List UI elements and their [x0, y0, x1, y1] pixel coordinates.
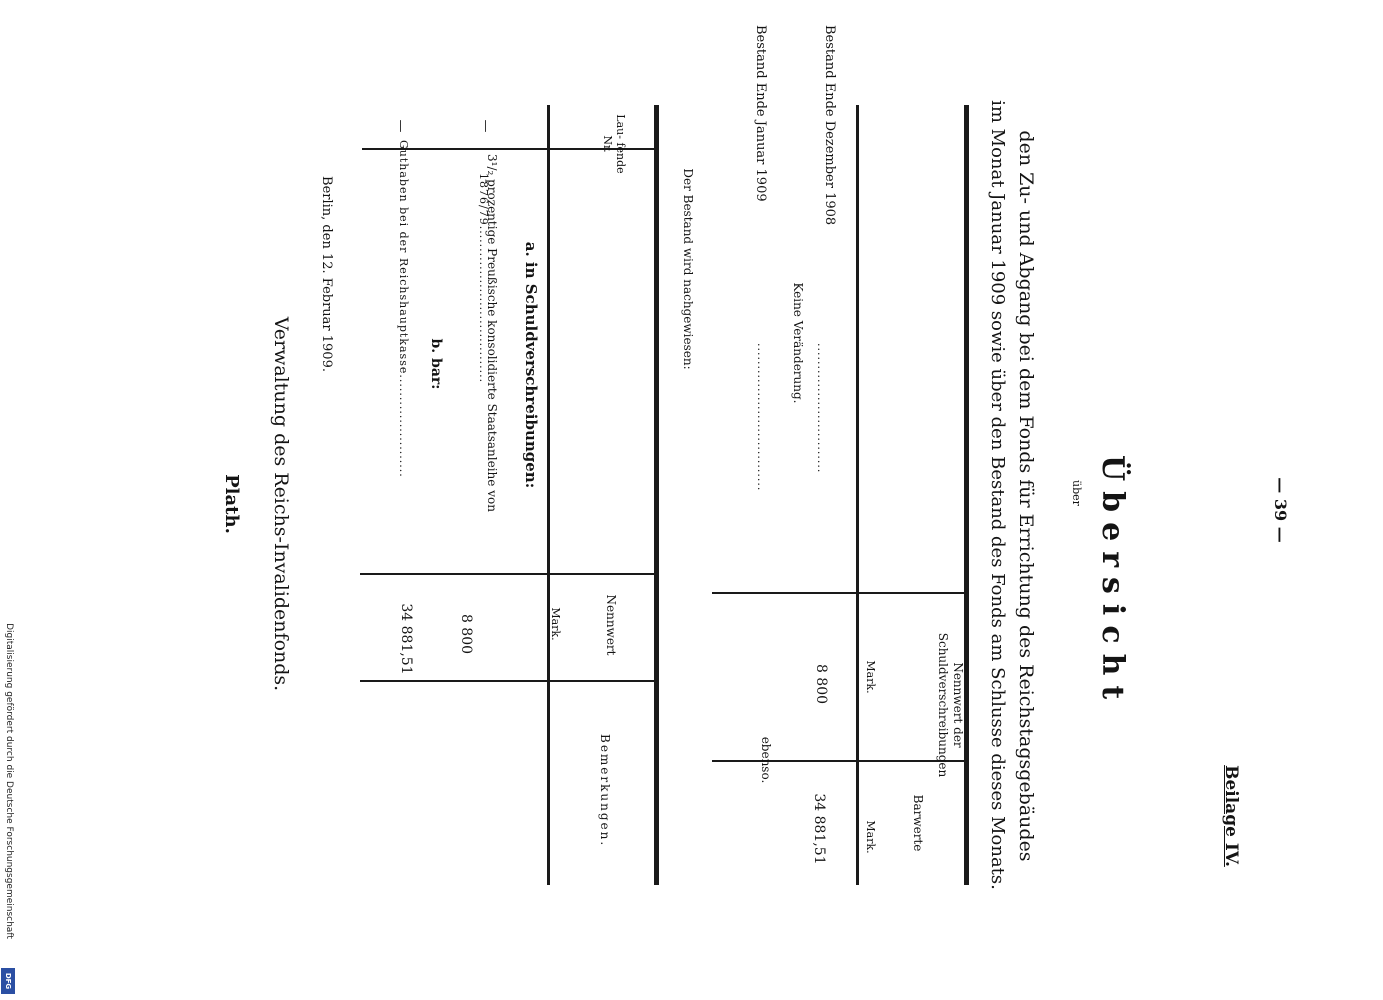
- beilage-label: Beilage IV.: [1221, 765, 1241, 867]
- table1-row3-dots: .................................: [755, 343, 768, 492]
- table1-row2-label: Keine Veränderung.: [791, 282, 805, 404]
- nachgewiesen-label: Der Bestand wird nachgewiesen:: [681, 168, 695, 370]
- table1-row3-ebenso: ebenso.: [759, 736, 773, 784]
- ueber-label: über: [1070, 480, 1083, 506]
- table2-section-b: b. bar:: [428, 338, 444, 390]
- table1-header-separator: [712, 592, 964, 594]
- table2-row-b-value: 34 881,51: [398, 603, 414, 675]
- table1-row1-nennwert: 8 800: [813, 663, 829, 705]
- table2-header-nennwert: Nennwert: [604, 594, 618, 656]
- table2-header-nennwert-unit: Mark.: [549, 607, 562, 641]
- table1-header-barwerte-unit: Mark.: [864, 820, 877, 854]
- table1-header-nennwert-unit: Mark.: [864, 660, 877, 694]
- table2-col-sep-2: [360, 573, 654, 575]
- table2-row-a-value: 8 800: [458, 613, 474, 655]
- table2-header-rule: [547, 105, 550, 885]
- table2-section-a: a. in Schuldverschreibungen:: [522, 241, 540, 489]
- table2-row-b-text: Guthaben bei der Reichshauptkasse.......…: [397, 140, 410, 478]
- table1-col-separator: [712, 760, 964, 762]
- table2-header-laufende: Lau- fende Nr.: [601, 114, 627, 174]
- signature: Plath.: [221, 474, 242, 534]
- table2-col-sep-1: [362, 148, 654, 150]
- heading-line-2: im Monat Januar 1909 sowie über den Best…: [987, 100, 1008, 890]
- table1-row1-dots: .............................: [815, 343, 828, 474]
- page-number: — 39 —: [1271, 477, 1290, 543]
- place-date: Berlin, den 12. Februar 1909.: [319, 176, 334, 372]
- table2-header-bemerkungen: Bemerkungen.: [598, 734, 612, 848]
- table2-row-a-nr: —: [478, 119, 493, 133]
- table1-top-rule: [964, 105, 969, 885]
- document-title: Übersicht: [1095, 455, 1130, 710]
- table2-row-a-text2: 1876/79.................................…: [477, 173, 490, 384]
- table1-row1-barwerte: 34 881,51: [811, 793, 827, 865]
- table1-bottom-rule: [856, 105, 859, 885]
- sidebar-credit-text: Digitalisierung gefördert durch die Deut…: [4, 623, 14, 939]
- table2-row-b-nr: —: [393, 119, 408, 133]
- table2-col-sep-3: [360, 680, 654, 682]
- sidebar-credit: Digitalisierung gefördert durch die Deut…: [0, 600, 16, 1000]
- dfg-logo: DFG: [1, 968, 15, 994]
- administration-name: Verwaltung des Reichs-Invalidenfonds.: [270, 316, 292, 692]
- dfg-logo-text: DFG: [4, 972, 12, 990]
- table1-header-nennwert: Nennwert der Schuldverschreibungen: [936, 632, 965, 778]
- table2-top-rule: [654, 105, 659, 885]
- heading-line-1: den Zu- und Abgang bei dem Fonds für Err…: [1015, 130, 1037, 862]
- table1-header-barwerte: Barwerte: [911, 794, 925, 852]
